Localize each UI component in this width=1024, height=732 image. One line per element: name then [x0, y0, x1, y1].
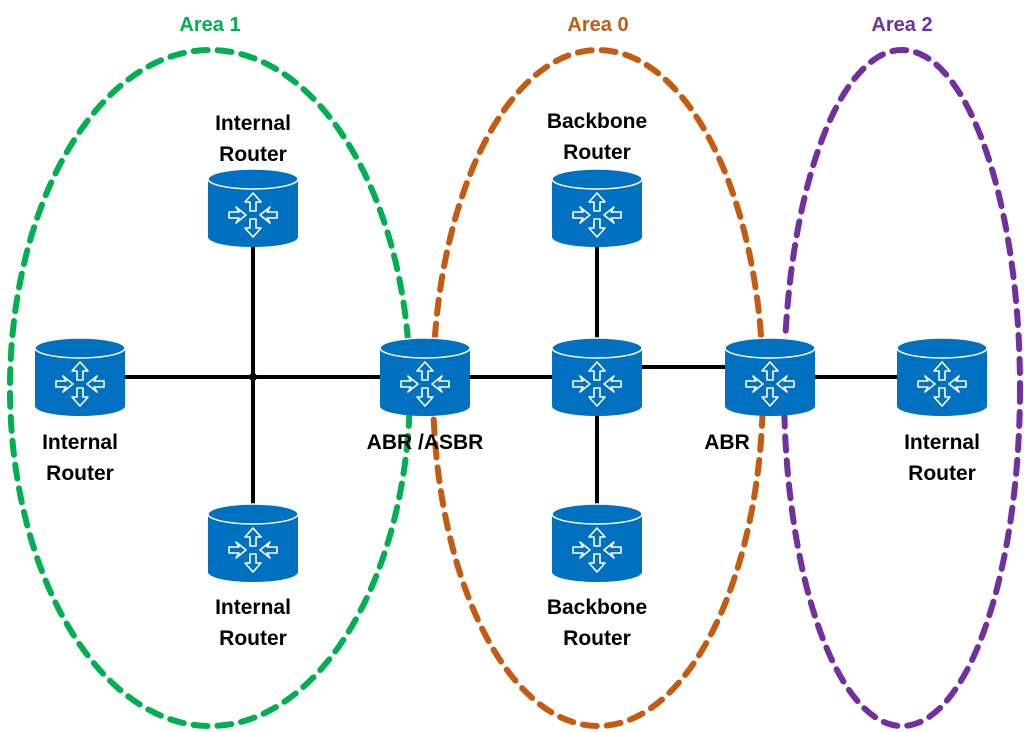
router-body: [208, 179, 298, 247]
router-arrows-icon: [745, 361, 795, 407]
router-top: [551, 337, 643, 359]
links-layer: [125, 245, 897, 505]
router-top: [551, 168, 643, 190]
area-2-title: Area 2: [871, 14, 932, 36]
router-arrows-icon: [228, 192, 278, 238]
router-a1-top: [207, 168, 299, 247]
node-label: Router: [563, 627, 631, 650]
router-a0-center: [551, 337, 643, 416]
labels-layer: Internal Router Internal Router Internal…: [42, 110, 980, 650]
node-label: Router: [46, 462, 114, 485]
node-label: Router: [563, 141, 631, 164]
router-a2-right: [896, 337, 988, 416]
node-label: Backbone: [547, 596, 647, 619]
router-top: [207, 503, 299, 525]
node-label: ABR /ASBR: [367, 431, 484, 454]
router-top: [724, 337, 816, 359]
router-body: [552, 348, 642, 416]
router-top: [34, 337, 126, 359]
node-label: Internal: [42, 431, 118, 454]
router-top: [207, 168, 299, 190]
router-arrows-icon: [228, 527, 278, 573]
node-label: ABR: [704, 431, 750, 454]
areas-layer: Area 1 Area 0 Area 2: [7, 14, 1023, 729]
router-top: [551, 503, 643, 525]
router-a0-top: [551, 168, 643, 247]
router-a0-bottom: [551, 503, 643, 582]
node-label: Internal: [215, 112, 291, 135]
router-top: [379, 337, 471, 359]
router-body: [552, 179, 642, 247]
router-top: [896, 337, 988, 359]
area-0-title: Area 0: [567, 14, 628, 36]
router-a1-left: [34, 337, 126, 416]
router-body: [380, 348, 470, 416]
node-label: Router: [219, 143, 287, 166]
node-label: Router: [219, 627, 287, 650]
router-body: [552, 514, 642, 582]
router-body: [35, 348, 125, 416]
router-arrows-icon: [572, 361, 622, 407]
router-arrows-icon: [917, 361, 967, 407]
router-body: [725, 348, 815, 416]
router-arrows-icon: [572, 192, 622, 238]
node-label: Backbone: [547, 110, 647, 133]
node-label: Router: [908, 462, 976, 485]
router-body: [208, 514, 298, 582]
node-label: Internal: [215, 596, 291, 619]
router-arrows-icon: [400, 361, 450, 407]
router-abr: [724, 337, 816, 416]
node-label: Internal: [904, 431, 980, 454]
router-abr-asbr: [379, 337, 471, 416]
router-arrows-icon: [572, 527, 622, 573]
area-1-title: Area 1: [179, 14, 240, 36]
link-junction: [249, 373, 257, 381]
routers-layer: [34, 168, 988, 582]
router-a1-bottom: [207, 503, 299, 582]
router-body: [897, 348, 987, 416]
router-arrows-icon: [55, 361, 105, 407]
